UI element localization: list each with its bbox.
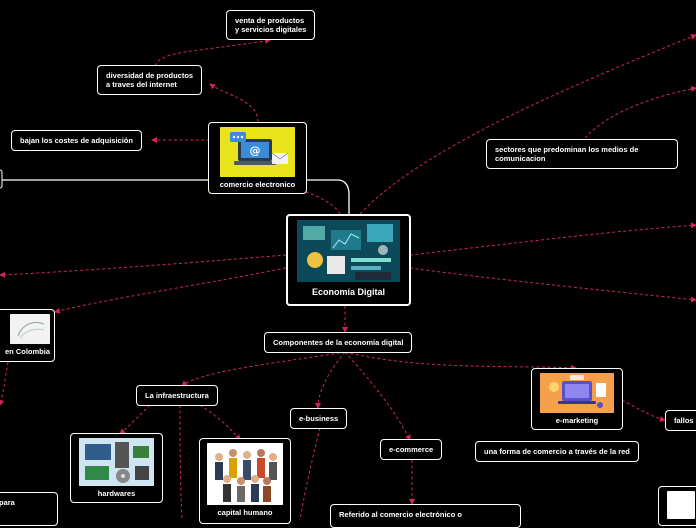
node-diversidad-label: diversidad de productos a traves del int… [106, 71, 194, 89]
link-diversidad-venta [154, 37, 271, 67]
left-edge-handle [0, 169, 3, 189]
node-fallos[interactable]: fallos [665, 410, 696, 431]
node-sectores-label: sectores que predominan los medios de co… [495, 145, 639, 163]
node-infraestructura-label: La infraestructura [145, 391, 209, 400]
node-infraestructura[interactable]: La infraestructura [136, 385, 218, 406]
root-node[interactable]: Economía Digital [286, 214, 411, 306]
link-root-right-1 [409, 222, 696, 256]
computer-hardware-icon [79, 438, 154, 486]
node-capital-humano[interactable]: capital humano [199, 438, 291, 524]
link-comercio-diversidad [209, 83, 259, 123]
link-root-topright [359, 34, 696, 215]
link-root-left-1 [0, 254, 287, 278]
node-e-marketing-label: e-marketing [555, 416, 599, 425]
node-e-business-label: e-business [299, 414, 339, 423]
digital-economy-collage-icon [297, 220, 400, 282]
business-people-icon [207, 443, 283, 505]
online-marketing-icon [540, 373, 614, 413]
node-diversidad[interactable]: diversidad de productos a traves del int… [97, 65, 203, 95]
node-colombia[interactable]: en Colombia [0, 309, 55, 362]
node-para[interactable]: para [0, 492, 58, 526]
node-hardwares-label: hardwares [97, 489, 136, 498]
node-fallos-label: fallos [674, 416, 694, 425]
node-bajan[interactable]: bajan los costes de adquisición [11, 130, 142, 151]
link-solid-comercio-root [306, 179, 350, 214]
node-componentes[interactable]: Componentes de la economía digital [264, 332, 413, 353]
node-bajan-label: bajan los costes de adquisición [20, 136, 133, 145]
node-e-commerce-label: e-commerce [389, 445, 434, 454]
link-root-colombia [54, 267, 287, 314]
link-infra-hardwares [119, 404, 151, 435]
node-e-commerce[interactable]: e-commerce [380, 439, 443, 460]
node-colombia-label: en Colombia [4, 347, 50, 356]
node-comercio-electronico[interactable]: @ comercio electronico [208, 122, 307, 194]
node-hardwares[interactable]: hardwares [70, 433, 163, 503]
document-icon [667, 491, 695, 519]
link-root-right-2 [409, 267, 696, 303]
node-referido[interactable]: Referido al comercio electrónico o [330, 504, 521, 528]
link-root-comercio [299, 188, 341, 215]
node-para-label: para [0, 498, 15, 507]
node-venta[interactable]: venta de productos y servicios digitales [226, 10, 316, 40]
node-forma-comercio[interactable]: una forma de comercio a través de la red [475, 441, 639, 462]
root-label: Economía Digital [311, 287, 385, 297]
node-e-business[interactable]: e-business [290, 408, 348, 429]
link-emarketing-right [621, 399, 666, 422]
link-colombia-down [0, 361, 9, 406]
node-venta-label: venta de productos y servicios digitales [235, 16, 307, 34]
link-infra-capital [199, 404, 241, 441]
node-e-marketing[interactable]: e-marketing [531, 368, 623, 430]
node-forma-comercio-label: una forma de comercio a través de la red [484, 447, 630, 456]
colombia-map-icon [10, 314, 50, 344]
node-referido-label: Referido al comercio electrónico o [339, 510, 462, 519]
node-capital-humano-label: capital humano [217, 508, 273, 517]
link-infra-down-1 [179, 404, 183, 520]
link-componentes-ecommerce [344, 351, 411, 441]
link-componentes-ebusiness [315, 351, 346, 409]
node-sectores[interactable]: sectores que predominan los medios de co… [486, 139, 678, 169]
link-componentes-infra [181, 351, 346, 387]
link-sectores-right [584, 86, 696, 139]
link-componentes-emarketing [344, 351, 577, 371]
node-componentes-label: Componentes de la economía digital [273, 338, 404, 347]
laptop-email-icon: @ [220, 127, 295, 177]
node-comercio-electronico-label: comercio electronico [219, 180, 296, 189]
link-ebusiness-down [299, 427, 321, 520]
node-bottom-right-image[interactable] [658, 486, 696, 526]
svg-text:@: @ [250, 144, 261, 157]
